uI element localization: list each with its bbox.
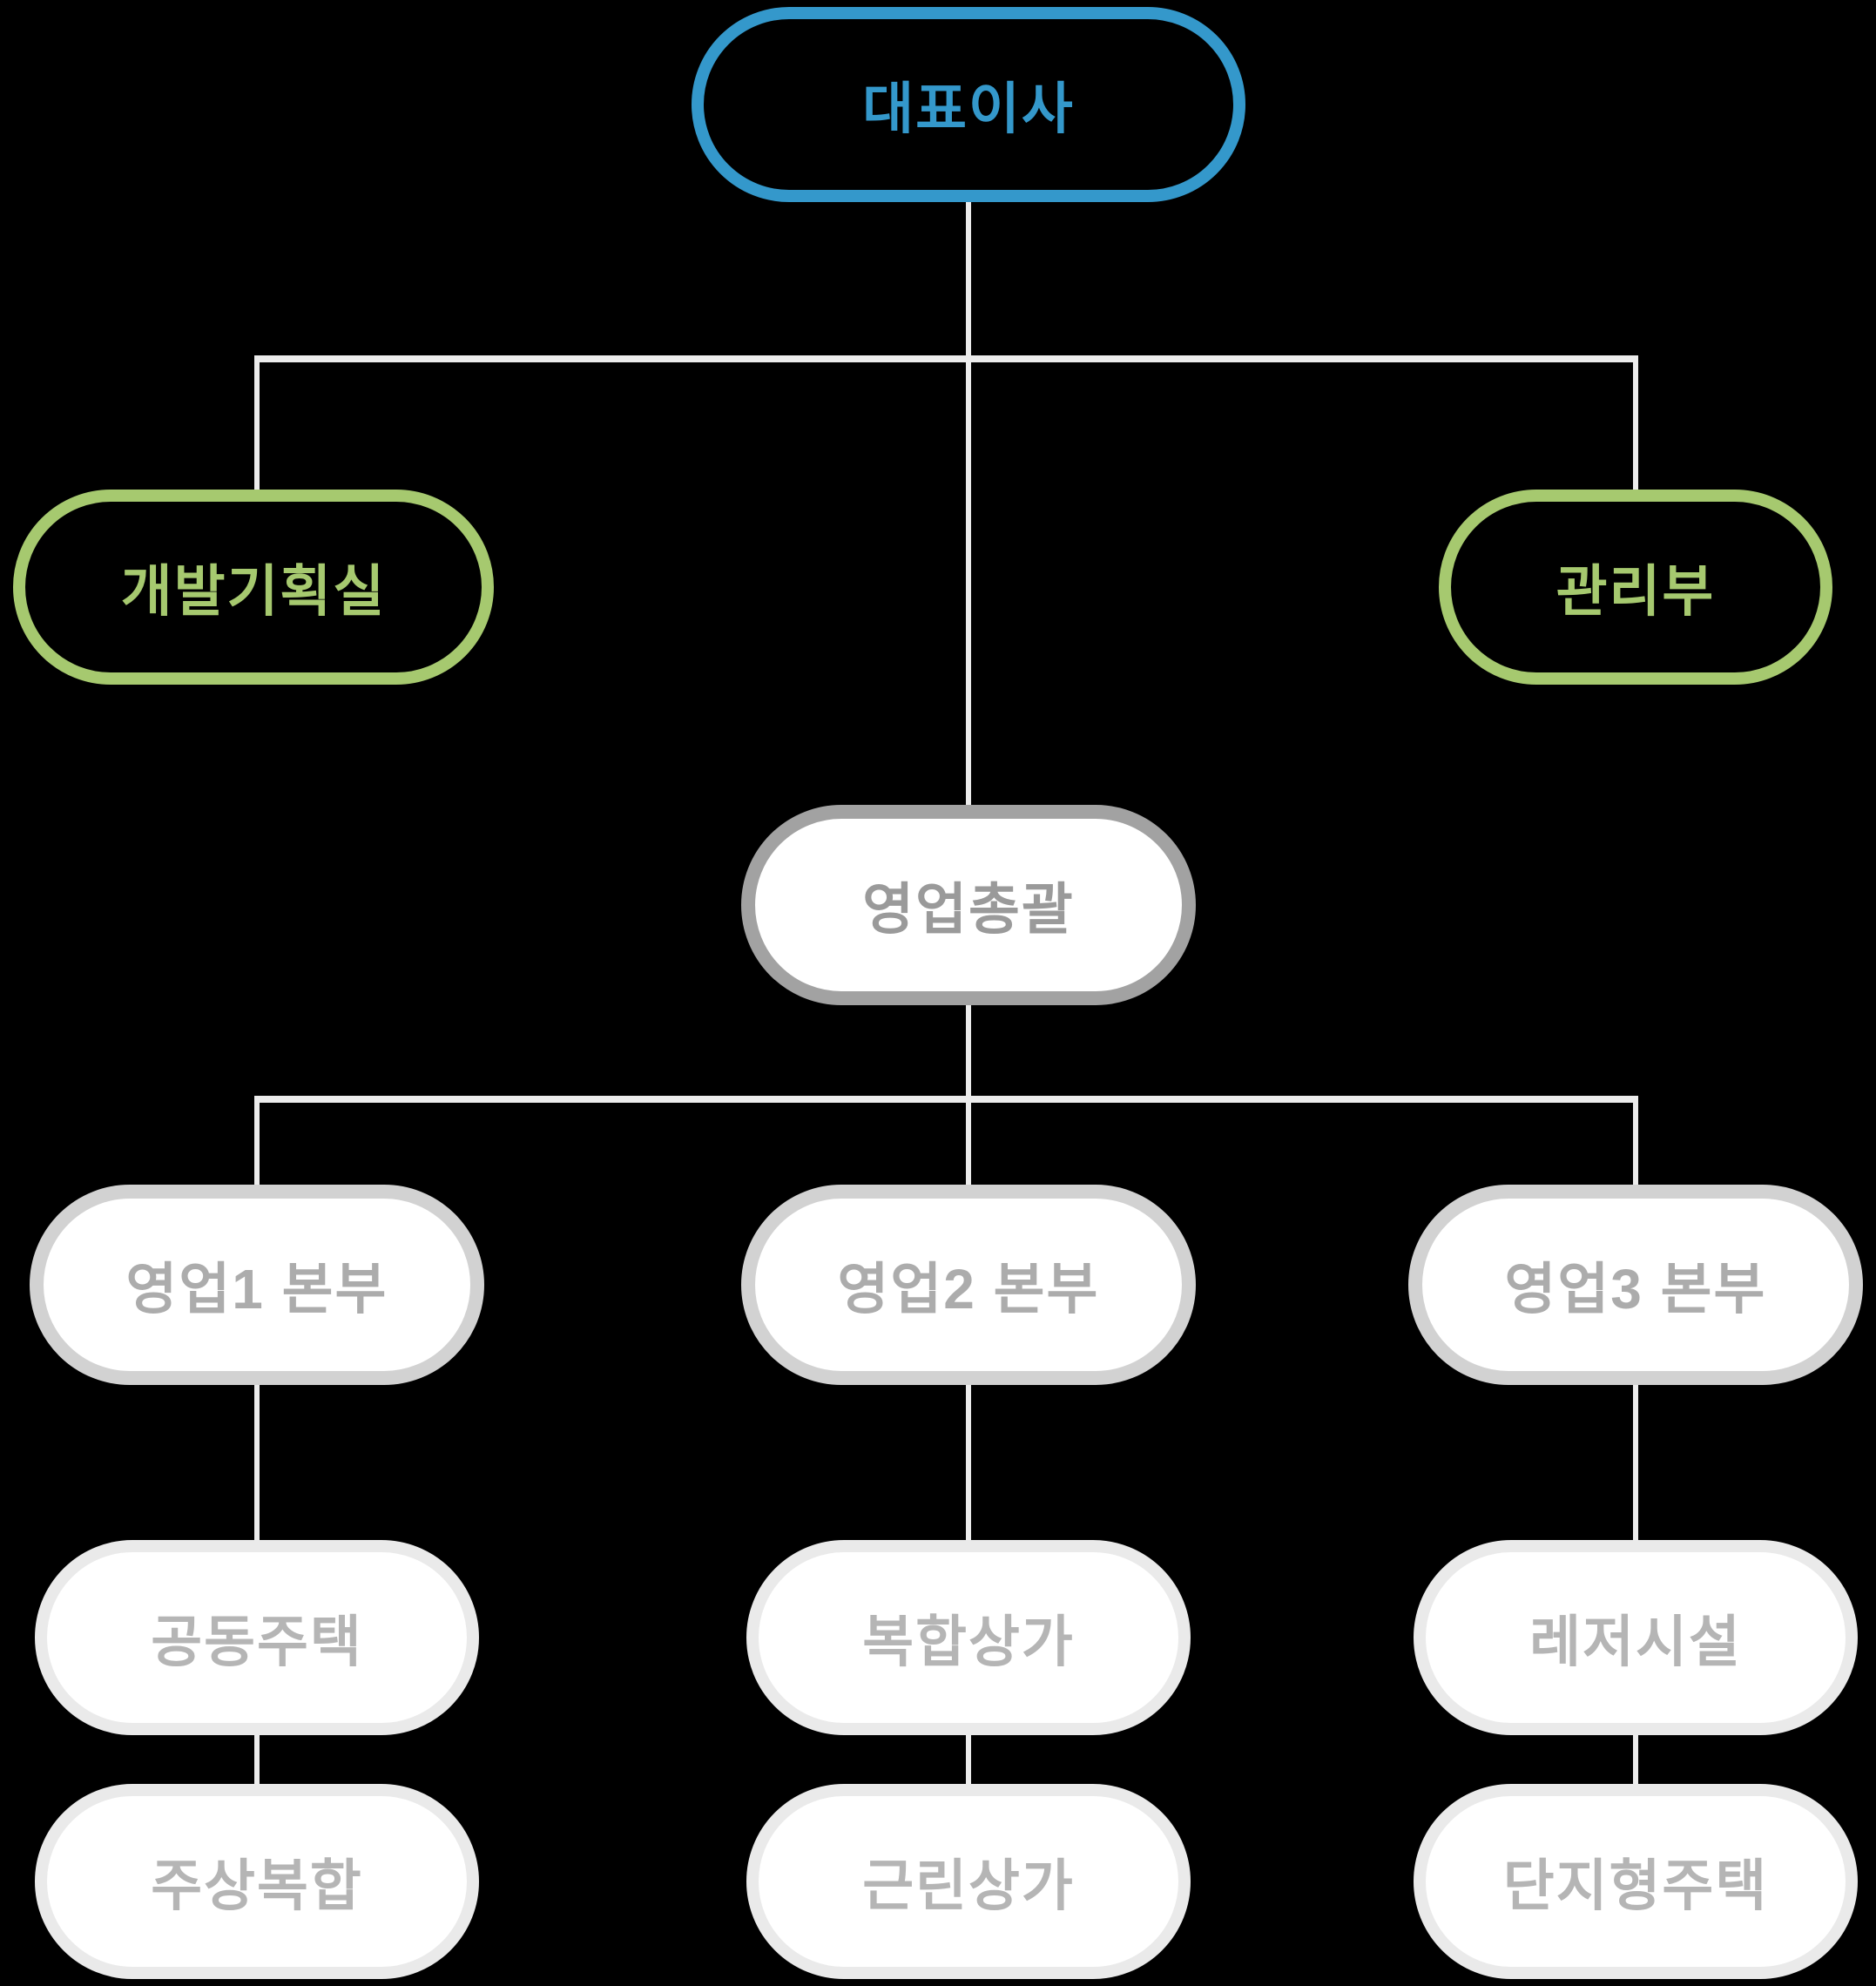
connector-to-sales2: [966, 1103, 971, 1185]
org-node-sales2-label: 영업2 본부: [837, 1258, 1100, 1321]
org-node-complex-housing: 단지형주택: [1414, 1784, 1858, 1979]
org-node-leisure: 레저시설: [1414, 1540, 1858, 1735]
org-node-mixed-use: 주상복합: [35, 1784, 479, 1979]
org-node-neighborhood-mall: 근린상가: [746, 1784, 1191, 1979]
org-node-sales1: 영업1 본부: [30, 1185, 484, 1385]
org-node-apartment: 공동주택: [35, 1540, 479, 1735]
connector-to-management: [1633, 362, 1638, 490]
org-node-dev-planning: 개발기획실: [13, 490, 494, 685]
org-node-sales-general-label: 영업총괄: [862, 878, 1075, 941]
connector-to-sales3: [1633, 1103, 1638, 1185]
org-node-sales1-label: 영업1 본부: [125, 1258, 388, 1321]
connector-leisure-to-complex-housing: [1633, 1735, 1638, 1784]
org-node-mixed-use-label: 주상복합: [151, 1854, 363, 1917]
org-node-sales-general: 영업총괄: [741, 805, 1196, 1005]
org-node-mixed-mall-label: 복합상가: [862, 1611, 1075, 1673]
connector-ceo-down: [966, 202, 971, 362]
org-node-complex-housing-label: 단지형주택: [1502, 1854, 1769, 1917]
org-node-sales2: 영업2 본부: [741, 1185, 1196, 1385]
org-node-neighborhood-mall-label: 근린상가: [862, 1854, 1075, 1917]
connector-sales1-to-apartment: [254, 1385, 260, 1540]
org-node-sales3: 영업3 본부: [1408, 1185, 1863, 1385]
org-node-apartment-label: 공동주택: [151, 1611, 363, 1673]
connector-sales-general-down: [966, 1005, 971, 1096]
org-node-ceo-label: 대표이사: [862, 78, 1075, 140]
org-node-dev-planning-label: 개발기획실: [120, 560, 387, 623]
org-node-sales3-label: 영업3 본부: [1504, 1258, 1767, 1321]
org-node-leisure-label: 레저시설: [1529, 1611, 1742, 1673]
connector-sales3-to-leisure: [1633, 1385, 1638, 1540]
org-node-management-label: 관리부: [1555, 560, 1716, 623]
connector-sales2-to-mixed-mall: [966, 1385, 971, 1540]
connector-level2-horizontal: [254, 355, 1638, 362]
connector-apartment-to-mixed-use: [254, 1735, 260, 1784]
connector-level4-horizontal: [254, 1096, 1638, 1103]
connector-mixed-mall-to-neighborhood-mall: [966, 1735, 971, 1784]
connector-to-dev-planning: [254, 362, 260, 490]
org-node-management: 관리부: [1439, 490, 1832, 685]
org-node-ceo: 대표이사: [692, 7, 1245, 202]
org-node-mixed-mall: 복합상가: [746, 1540, 1191, 1735]
connector-to-sales-general: [966, 362, 971, 805]
connector-to-sales1: [254, 1103, 260, 1185]
